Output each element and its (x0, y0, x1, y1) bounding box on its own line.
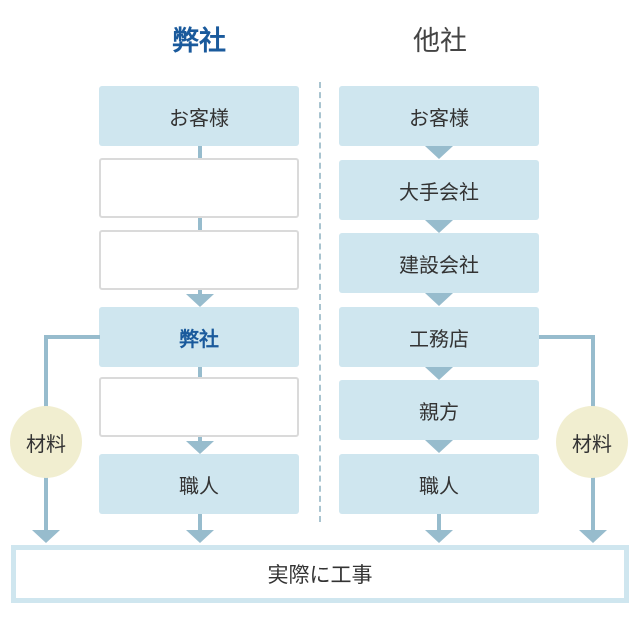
ours-skipped-step-2 (99, 230, 299, 290)
heading-other: 他社 (413, 26, 467, 57)
ours-skipped-step-3 (99, 377, 299, 437)
arrow-head-to-company (186, 294, 214, 307)
arrow-head-to-craftsman (186, 441, 214, 454)
ours-company-box: 弊社 (99, 307, 299, 367)
column-divider (319, 82, 321, 522)
material-left-branch-horizontal (44, 335, 100, 339)
arrow-head-other-5 (425, 440, 453, 453)
other-step-label: お客様 (409, 105, 469, 130)
material-left-label: 材料 (26, 431, 66, 456)
ours-customer-box: お客様 (99, 86, 299, 146)
other-step-box: 大手会社 (339, 160, 539, 220)
arrow-head-ours-to-work (186, 530, 214, 543)
ours-craftsman-label: 職人 (179, 473, 219, 498)
other-step-box: 職人 (339, 454, 539, 514)
other-step-box: 親方 (339, 380, 539, 440)
arrow-head-other-to-work (425, 530, 453, 543)
arrow-head-other-4 (425, 367, 453, 380)
material-right-label: 材料 (572, 431, 612, 456)
material-right-circle: 材料 (556, 406, 628, 478)
arrow-shaft-customer-to-company (198, 146, 202, 294)
other-step-box: 工務店 (339, 307, 539, 367)
ours-skipped-step-1 (99, 158, 299, 218)
heading-ours: 弊社 (172, 26, 226, 57)
arrow-shaft-craftsman-to-work (198, 514, 202, 532)
other-step-label: 職人 (419, 473, 459, 498)
other-step-label: 建設会社 (399, 252, 479, 277)
arrow-head-material-right (579, 530, 607, 543)
ours-craftsman-box: 職人 (99, 454, 299, 514)
arrow-head-other-2 (425, 220, 453, 233)
material-left-circle: 材料 (10, 406, 82, 478)
arrow-head-other-3 (425, 293, 453, 306)
other-step-label: 大手会社 (399, 179, 479, 204)
other-step-box: お客様 (339, 86, 539, 146)
material-right-branch-horizontal (539, 335, 595, 339)
other-step-label: 親方 (419, 399, 459, 424)
ours-customer-label: お客様 (169, 105, 229, 130)
other-step-label: 工務店 (409, 326, 469, 351)
ours-company-label: 弊社 (179, 326, 219, 351)
arrow-head-other-1 (425, 146, 453, 159)
arrow-shaft-other-to-work (437, 514, 441, 532)
other-step-box: 建設会社 (339, 233, 539, 293)
actual-construction-box: 実際に工事 (11, 545, 629, 603)
actual-construction-label: 実際に工事 (267, 563, 373, 587)
arrow-head-material-left (32, 530, 60, 543)
